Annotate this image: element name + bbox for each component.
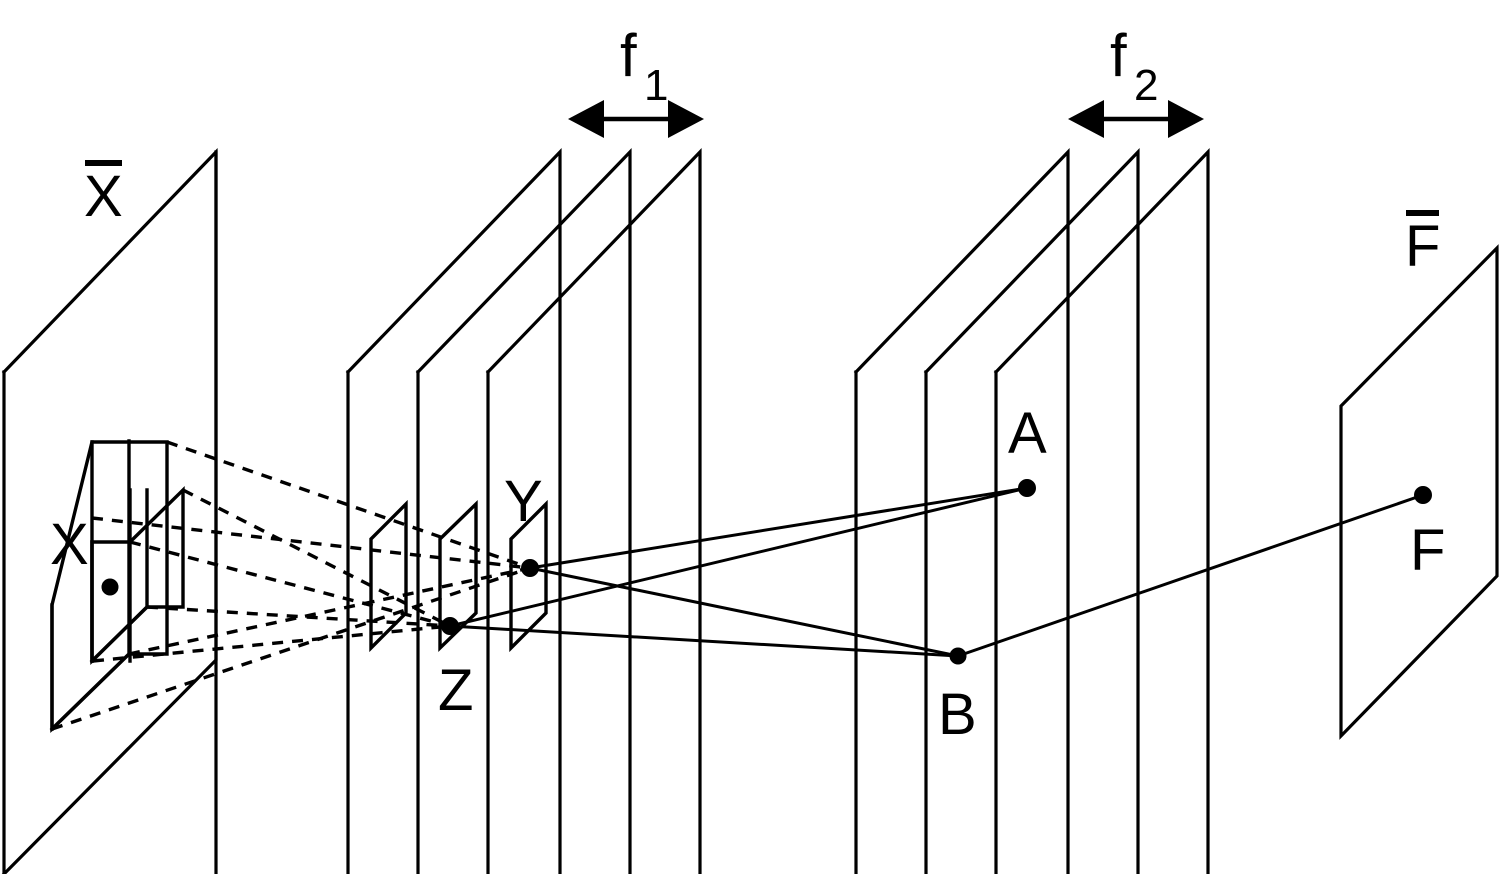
label-point-f: F (1410, 518, 1446, 583)
label-f-bar-text: F (1405, 214, 1441, 279)
solid-rays (448, 486, 1425, 658)
label-point-y: Y (504, 469, 543, 534)
focal-arrow-f2 (1068, 100, 1204, 138)
label-f-bar: F (1405, 210, 1440, 276)
label-point-b: B (938, 682, 977, 747)
label-point-x: X (50, 512, 89, 577)
label-focal-2-symbol: f (1110, 22, 1127, 89)
overline-f (1406, 210, 1440, 217)
point-marker-y (521, 559, 539, 577)
patch-x-inner (89, 485, 185, 666)
label-focal-2-subscript: 2 (1134, 61, 1159, 110)
point-marker-z (441, 617, 459, 635)
overline-x (85, 160, 122, 167)
label-point-a: A (1008, 401, 1047, 466)
label-focal-1-symbol: f (620, 22, 637, 89)
label-x-bar: X (84, 160, 123, 226)
patch-f1-left (369, 499, 408, 653)
point-marker-f (1414, 486, 1432, 504)
point-marker-a (1018, 479, 1036, 497)
point-marker-x (101, 578, 119, 596)
label-point-z: Z (438, 658, 474, 723)
label-focal-1-subscript: 1 (644, 61, 669, 110)
plane-f-bar (1339, 244, 1499, 740)
point-marker-b (949, 647, 967, 665)
plane-stack-f2 (853, 148, 1210, 874)
projection-rays-outer-to-y (51, 440, 531, 731)
patch-f1-middle (438, 499, 478, 653)
plane-x-bar (1, 148, 218, 874)
focal-arrow-f1 (568, 100, 704, 138)
label-x-bar-text: X (84, 164, 123, 229)
